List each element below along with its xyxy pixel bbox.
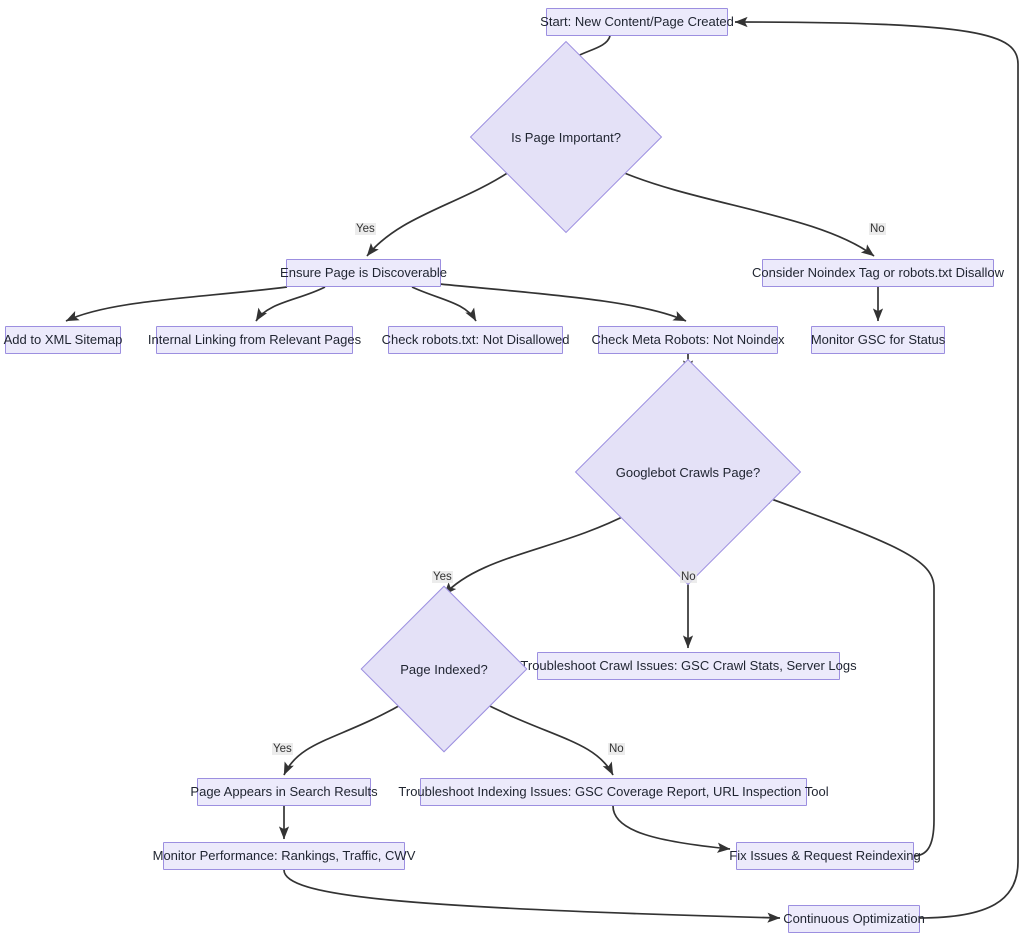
edge-label-crawls-no: No: [680, 571, 697, 583]
edge-label-important-yes: Yes: [355, 223, 376, 235]
node-is-page-important[interactable]: Is Page Important?: [469, 40, 663, 234]
node-googlebot-crawls-label: Googlebot Crawls Page?: [615, 464, 761, 480]
node-page-appears-search[interactable]: Page Appears in Search Results: [190, 778, 378, 806]
node-start-label: Start: New Content/Page Created: [540, 14, 734, 30]
edge-label-crawls-yes: Yes: [432, 571, 453, 583]
node-continuous-optimization-label: Continuous Optimization: [783, 911, 925, 927]
node-troubleshoot-crawl-issues-label: Troubleshoot Crawl Issues: GSC Crawl Sta…: [520, 658, 857, 674]
node-page-appears-search-label: Page Appears in Search Results: [190, 784, 378, 800]
node-check-meta-robots-label: Check Meta Robots: Not Noindex: [591, 332, 785, 348]
node-monitor-performance[interactable]: Monitor Performance: Rankings, Traffic, …: [153, 842, 415, 870]
node-ensure-discoverable[interactable]: Ensure Page is Discoverable: [280, 259, 447, 287]
edge-discoverable-to-meta: [439, 283, 687, 322]
edge-indexed-to-indexissues: [477, 699, 614, 776]
node-check-robots-txt-label: Check robots.txt: Not Disallowed: [381, 332, 570, 348]
edge-discoverable-to-robots: [411, 286, 477, 322]
edge-indexed-to-appears: [283, 702, 405, 776]
edge-important-to-noindex: [621, 171, 875, 257]
node-fix-issues-reindex-label: Fix Issues & Request Reindexing: [729, 848, 921, 864]
edge-indexissues-to-fix: [612, 805, 731, 853]
node-monitor-gsc-status[interactable]: Monitor GSC for Status: [811, 326, 945, 354]
node-internal-linking-label: Internal Linking from Relevant Pages: [147, 332, 362, 348]
edge-continuous-to-start-loop: [734, 16, 1019, 919]
edge-monitor-to-continuous: [283, 869, 781, 923]
node-troubleshoot-indexing-issues-label: Troubleshoot Indexing Issues: GSC Covera…: [398, 784, 829, 800]
edge-crawls-to-indexed: [443, 512, 631, 596]
node-check-meta-robots[interactable]: Check Meta Robots: Not Noindex: [592, 326, 784, 354]
node-googlebot-crawls[interactable]: Googlebot Crawls Page?: [574, 358, 802, 586]
node-check-robots-txt[interactable]: Check robots.txt: Not Disallowed: [382, 326, 569, 354]
node-add-to-sitemap[interactable]: Add to XML Sitemap: [3, 326, 123, 354]
node-consider-noindex[interactable]: Consider Noindex Tag or robots.txt Disal…: [752, 259, 1004, 287]
node-monitor-performance-label: Monitor Performance: Rankings, Traffic, …: [152, 848, 416, 864]
node-troubleshoot-indexing-issues[interactable]: Troubleshoot Indexing Issues: GSC Covera…: [398, 778, 829, 806]
node-internal-linking[interactable]: Internal Linking from Relevant Pages: [148, 326, 361, 354]
node-add-to-sitemap-label: Add to XML Sitemap: [3, 332, 123, 348]
edge-label-indexed-no: No: [608, 743, 625, 755]
node-page-indexed-label: Page Indexed?: [400, 661, 488, 677]
node-start[interactable]: Start: New Content/Page Created: [540, 8, 734, 36]
edge-discoverable-to-linking: [255, 286, 326, 322]
node-page-indexed[interactable]: Page Indexed?: [360, 585, 528, 753]
edge-label-indexed-yes: Yes: [272, 743, 293, 755]
node-consider-noindex-label: Consider Noindex Tag or robots.txt Disal…: [752, 265, 1004, 281]
node-continuous-optimization[interactable]: Continuous Optimization: [783, 905, 925, 933]
node-is-page-important-label: Is Page Important?: [511, 129, 621, 145]
node-troubleshoot-crawl-issues[interactable]: Troubleshoot Crawl Issues: GSC Crawl Sta…: [520, 652, 857, 680]
edge-discoverable-to-sitemap: [65, 286, 288, 322]
node-ensure-discoverable-label: Ensure Page is Discoverable: [280, 265, 447, 281]
edge-fix-to-crawls-loop: [759, 494, 935, 857]
node-monitor-gsc-status-label: Monitor GSC for Status: [810, 332, 946, 348]
edge-label-important-no: No: [869, 223, 886, 235]
edge-important-to-discoverable: [366, 169, 513, 257]
node-fix-issues-reindex[interactable]: Fix Issues & Request Reindexing: [729, 842, 921, 870]
